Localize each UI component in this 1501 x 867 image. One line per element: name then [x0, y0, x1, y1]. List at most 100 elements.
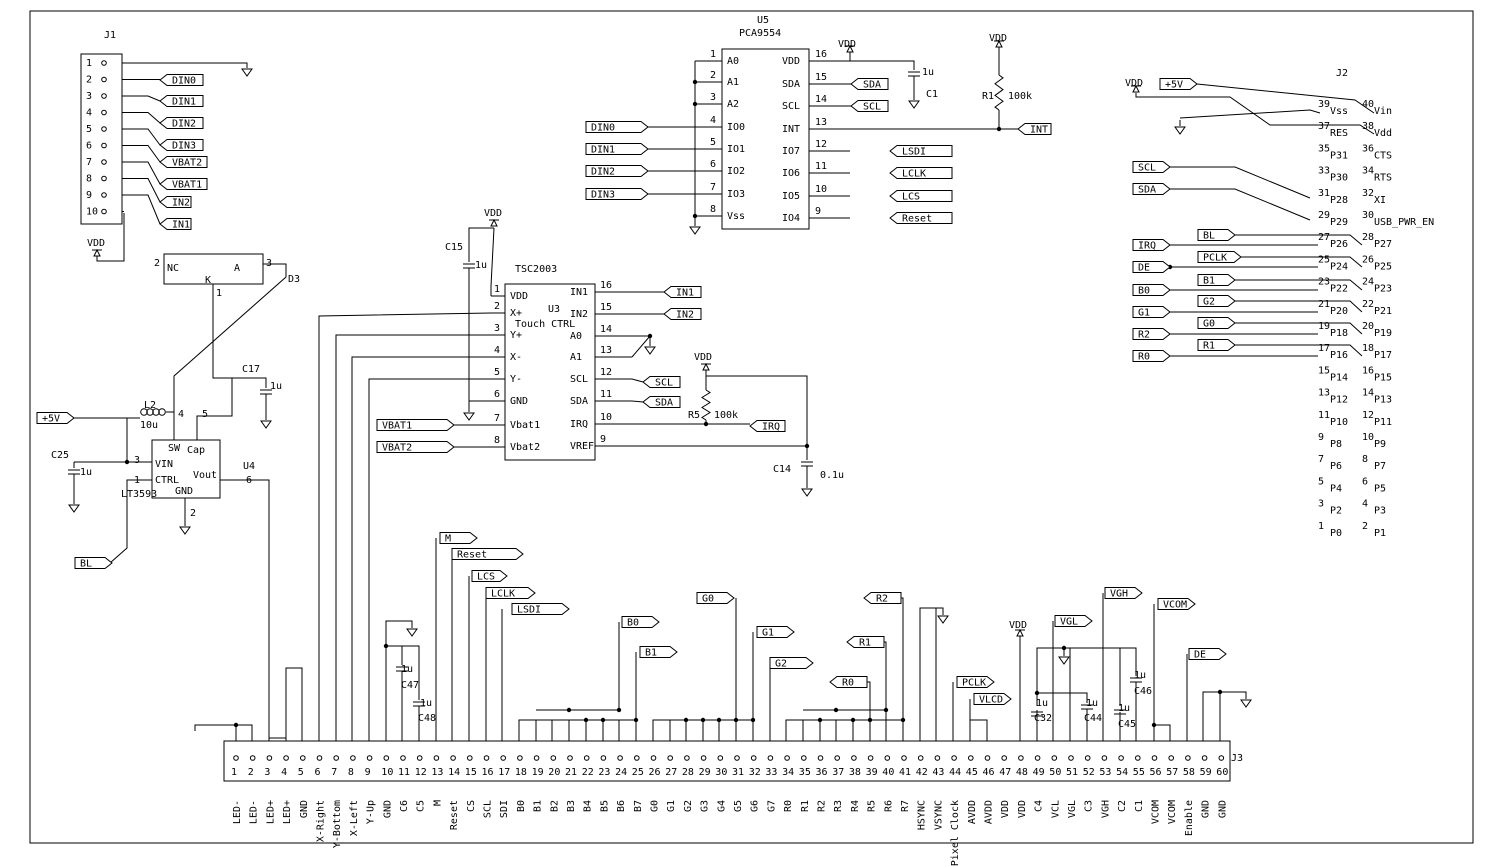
j2-net-scl-text: SCL: [1138, 163, 1156, 174]
j3-pin-number: 36: [816, 767, 828, 778]
j3-pin-name: VGH: [1100, 800, 1111, 818]
j1-net-in2: [159, 196, 192, 208]
j2-pin-number-right: 28: [1362, 232, 1374, 243]
u5-type: PCA9554: [739, 28, 781, 39]
u5-net-int: [1017, 123, 1052, 135]
pin-circle: [784, 755, 790, 761]
u3-pin-name: A1: [570, 352, 582, 363]
wire: [1170, 166, 1311, 199]
j2-pin-number-left: 31: [1318, 188, 1330, 199]
j2-net-de-text: DE: [1138, 263, 1150, 274]
j2-net-r2: [1132, 328, 1171, 340]
power-arrow: [490, 218, 498, 227]
j3-pin-number: 25: [632, 767, 644, 778]
u3-net-sda: [642, 396, 681, 408]
j3-pin-name: GND: [1217, 800, 1228, 818]
j2-pin-number-left: 3: [1318, 499, 1324, 510]
j3-pin-number: 19: [532, 767, 544, 778]
u4-pin5-num: 5: [202, 409, 208, 420]
j2-pin-number-right: 32: [1362, 188, 1374, 199]
pin-circle: [533, 755, 540, 761]
j3-net-g0-text: G0: [702, 594, 714, 605]
j2-pin-number-left: 25: [1318, 254, 1330, 265]
j3-pin-name: GND: [299, 800, 310, 818]
wire: [1135, 93, 1375, 135]
pin-circle: [101, 126, 107, 132]
pin-circle: [750, 755, 757, 761]
j2-net-r1: [1197, 339, 1236, 351]
pin-circle: [1101, 755, 1108, 761]
j1-net-din2: [159, 117, 204, 129]
u5-pin-name: IO2: [727, 166, 745, 177]
u4-pin-vin: VIN: [155, 459, 173, 470]
wires: [68, 40, 1375, 755]
j3-pin-number: 40: [882, 767, 894, 778]
j2-pin-number-left: 1: [1318, 521, 1324, 532]
pin-circle: [467, 755, 473, 761]
j3-pin-name: AVDD: [984, 800, 995, 824]
j2-pin-name-right: XI: [1374, 195, 1386, 206]
wire: [124, 178, 161, 203]
pin-circle: [383, 755, 390, 761]
c15-ref: C15: [445, 242, 463, 253]
u5-pin-number: 15: [815, 72, 827, 83]
u3-pin-name: IN1: [570, 287, 588, 298]
c25-val: 1u: [80, 467, 92, 478]
wire: [1235, 322, 1363, 335]
j2-net-5v-text: +5V: [1165, 80, 1183, 91]
j3-net-vgh-text: VGH: [1110, 589, 1128, 600]
j1-pin-number: 5: [86, 124, 92, 135]
u4-body: [151, 439, 221, 499]
j2-pin-name-right: P13: [1374, 395, 1392, 406]
d3-pin3-num: 3: [266, 258, 272, 269]
junction-dot: [703, 421, 709, 427]
c17-val: 1u: [270, 381, 282, 392]
ground-symbol: [1058, 656, 1070, 665]
u3-pin-name: Vbat2: [510, 442, 540, 453]
u5-pin-name: IO0: [727, 122, 745, 133]
pin-circle: [1185, 755, 1191, 761]
j3-pin-number: 32: [749, 767, 761, 778]
j3-pin-number: 49: [1033, 767, 1045, 778]
j2-pin-number-left: 9: [1318, 432, 1324, 443]
j2-pin-number-right: 6: [1362, 476, 1368, 487]
u5-pin-number: 1: [710, 49, 716, 60]
u3-pin-number: 9: [600, 434, 606, 445]
j3-net-b0-text: B0: [627, 618, 639, 629]
j2-net-scl: [1132, 161, 1171, 173]
j1-pin-number: 4: [86, 108, 92, 119]
u3-pin-number: 13: [600, 345, 612, 356]
l2-val: 10u: [140, 420, 158, 431]
u5-pin-name: INT: [782, 124, 800, 135]
u5-net-lsdi: [889, 145, 953, 157]
d3-pin1-num: 1: [216, 288, 222, 299]
u3-pin-name: Y+: [510, 330, 522, 341]
j2-net-b0: [1132, 284, 1171, 296]
pin-circle: [700, 755, 707, 761]
ground-symbol: [68, 504, 80, 513]
junction-dot: [692, 213, 698, 219]
j2-net-r2-text: R2: [1138, 330, 1150, 341]
pin-circle: [283, 755, 289, 761]
u5-pin-name: Vss: [727, 211, 745, 222]
j2-pin-name-left: P8: [1330, 439, 1342, 450]
pin-circle: [1084, 755, 1091, 761]
vdd-label-j3: VDD: [1009, 620, 1027, 631]
j1-net-din0: [159, 74, 204, 86]
wire: [632, 335, 651, 346]
j3-net-vgh: [1104, 587, 1143, 599]
pin-circle: [650, 755, 657, 761]
j2-pin-number-left: 27: [1318, 232, 1330, 243]
wire: [74, 417, 152, 463]
j3-pin-number: 39: [866, 767, 878, 778]
pin-circle: [951, 755, 957, 761]
pin-circle: [350, 755, 356, 761]
j3-net-reset-text: Reset: [457, 550, 487, 561]
j2-pin-number-left: 37: [1318, 121, 1330, 132]
j2-pin-number-left: 33: [1318, 166, 1330, 177]
j3-pin-name: R7: [900, 800, 911, 812]
pin-circle: [416, 755, 423, 761]
j3-pin-name: G6: [750, 800, 761, 812]
u5-in-din1-text: DIN1: [591, 145, 615, 156]
u3-net-vbat1: [376, 419, 455, 431]
